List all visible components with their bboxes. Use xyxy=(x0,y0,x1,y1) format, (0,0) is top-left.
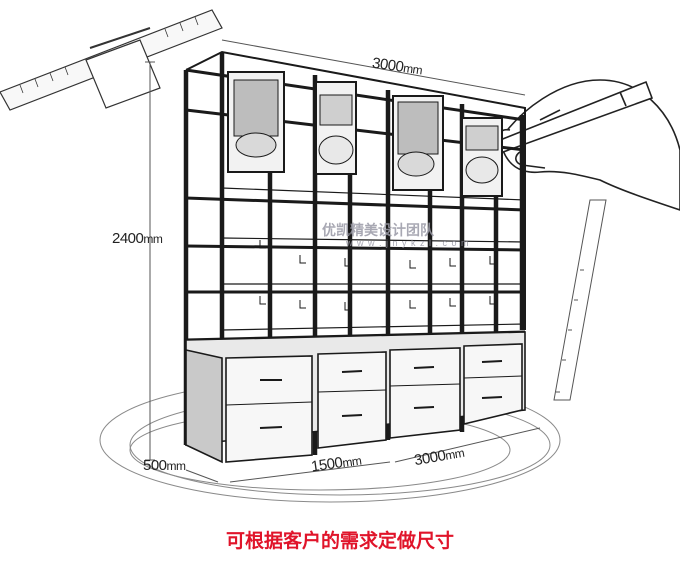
poster-4 xyxy=(461,117,503,197)
watermark-text: 优凯精美设计团队 xyxy=(322,222,434,238)
depth-dimension-label: 500mm xyxy=(143,457,186,474)
height-value: 2400 xyxy=(112,230,144,247)
height-dimension-label: 2400mm xyxy=(112,230,163,247)
base-cabinets xyxy=(185,331,526,464)
watermark-url: w w w . j n y k z l . c o m xyxy=(346,238,470,248)
custom-size-caption: 可根据客户的需求定做尺寸 xyxy=(225,530,454,552)
middle-unit: mm xyxy=(341,453,363,471)
posters xyxy=(227,71,503,197)
drawer-handles xyxy=(259,360,503,429)
depth-unit: mm xyxy=(166,459,187,473)
hand-with-pencil xyxy=(467,79,680,211)
dimension-lines xyxy=(145,39,541,483)
poster-3 xyxy=(392,95,444,191)
width-unit: mm xyxy=(402,60,424,78)
poster-2 xyxy=(315,81,357,175)
poster-1 xyxy=(227,71,285,173)
height-unit: mm xyxy=(143,232,163,246)
ruler-right xyxy=(553,199,607,401)
ruler-top-left xyxy=(0,9,223,111)
base-unit: mm xyxy=(444,445,466,463)
depth-value: 500 xyxy=(143,457,167,474)
